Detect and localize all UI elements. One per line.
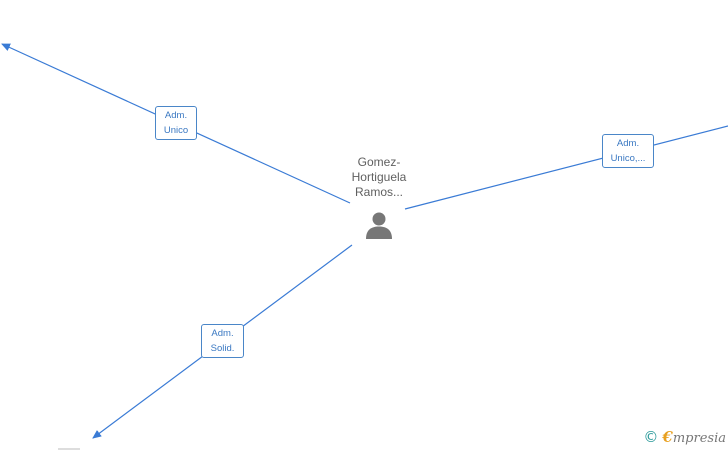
edge-label-adm-solid[interactable]: Adm. Solid. (201, 324, 244, 358)
center-node-name[interactable]: Gomez- Hortiguela Ramos... (330, 155, 428, 200)
edge-label-detail: Solid. (210, 343, 235, 354)
node-name-line: Gomez- (357, 155, 401, 169)
edge-label-role: Adm. (164, 110, 188, 121)
copyright-icon: © (643, 428, 659, 446)
edge-label-detail: Unico,... (610, 153, 646, 164)
edge-label-role: Adm. (211, 328, 234, 339)
edge-label-role: Adm. (616, 138, 640, 149)
person-icon[interactable] (364, 210, 394, 240)
edge-label-detail: Unico (163, 125, 189, 136)
edge-label-adm-unico[interactable]: Adm. Unico (155, 106, 197, 140)
brand-logo-text: mpresia (672, 431, 726, 446)
edge-label-adm-unico-2[interactable]: Adm. Unico,... (602, 134, 654, 168)
edge-line-adm-unico-2 (404, 125, 728, 210)
brand-logo-initial: € (662, 428, 673, 446)
empresia-watermark: ©€mpresia (643, 428, 726, 446)
node-name-line: Hortiguela (351, 170, 407, 184)
node-name-line: Ramos... (354, 185, 403, 199)
